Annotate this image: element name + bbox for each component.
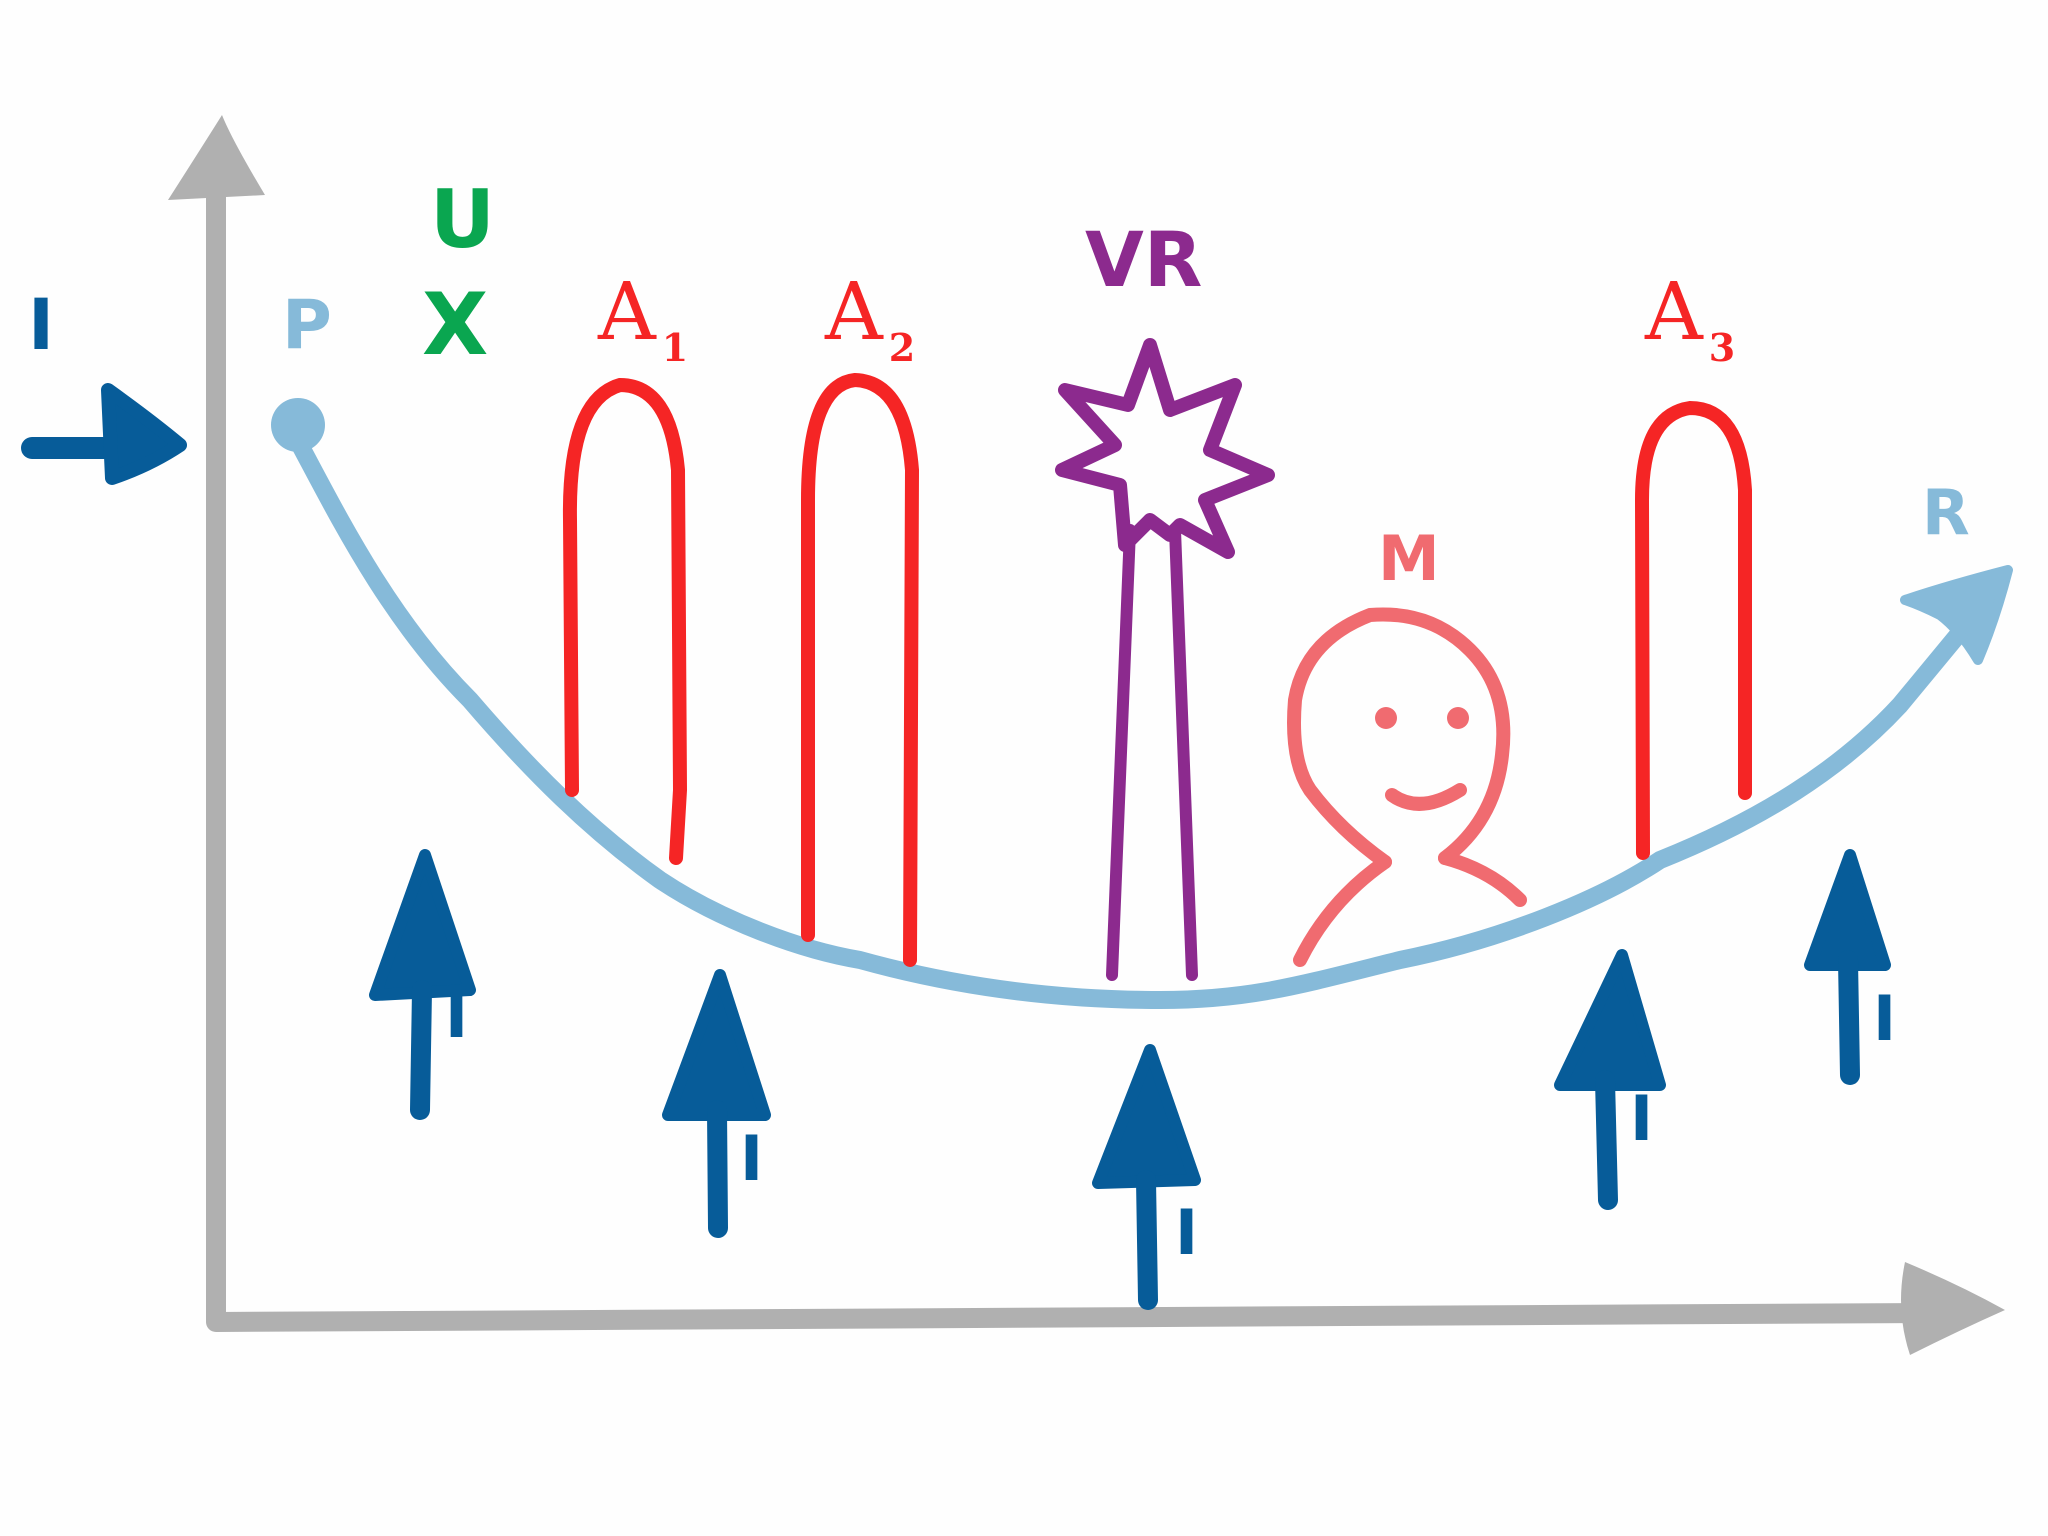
r-label: R [1922, 476, 1970, 549]
a1-subscript: 1 [661, 325, 689, 370]
person-eye-right [1447, 707, 1469, 729]
input-label-4: I [1630, 1082, 1654, 1155]
a3-arch [1634, 400, 1752, 860]
a3-letter: A [1645, 265, 1703, 358]
a2-subscript: 2 [888, 325, 916, 370]
a2-letter: A [825, 265, 883, 358]
p-label: P [282, 286, 332, 365]
p-start-dot [271, 398, 325, 452]
u-label: U [430, 173, 495, 266]
left-input-arrow-icon [21, 383, 187, 485]
a1-arch [562, 377, 688, 865]
y-axis-arrowhead-icon [168, 115, 265, 200]
input-arrow-1-icon [369, 849, 476, 1120]
input-label-3: I [1175, 1196, 1199, 1269]
x-axis-arrowhead-icon [1901, 1262, 2005, 1355]
input-arrow-5-icon [1804, 849, 1891, 1085]
r-end-arrowhead-icon [1900, 565, 2013, 665]
a1-letter: A [598, 265, 656, 358]
vr-pole-right [1169, 524, 1198, 981]
x-axis [206, 1303, 1930, 1332]
a3-subscript: 3 [1708, 325, 1736, 370]
left-input-label: I [28, 284, 55, 366]
a2-arch [801, 372, 920, 967]
vr-pole-left [1106, 524, 1136, 981]
input-label-2: I [740, 1122, 764, 1195]
person-m-icon [1287, 607, 1527, 967]
vr-label: VR [1085, 215, 1203, 304]
input-label-5: I [1873, 982, 1897, 1055]
journey-curve [291, 436, 1971, 1010]
x-mark-icon: X [422, 275, 489, 375]
person-eye-left [1375, 707, 1397, 729]
m-label: M [1378, 522, 1440, 595]
vr-star-icon [1055, 338, 1275, 559]
input-arrow-2-icon [662, 969, 771, 1238]
input-arrow-3-icon [1092, 1044, 1201, 1310]
input-label-1: I [445, 979, 469, 1052]
input-arrow-4-icon [1554, 949, 1666, 1210]
